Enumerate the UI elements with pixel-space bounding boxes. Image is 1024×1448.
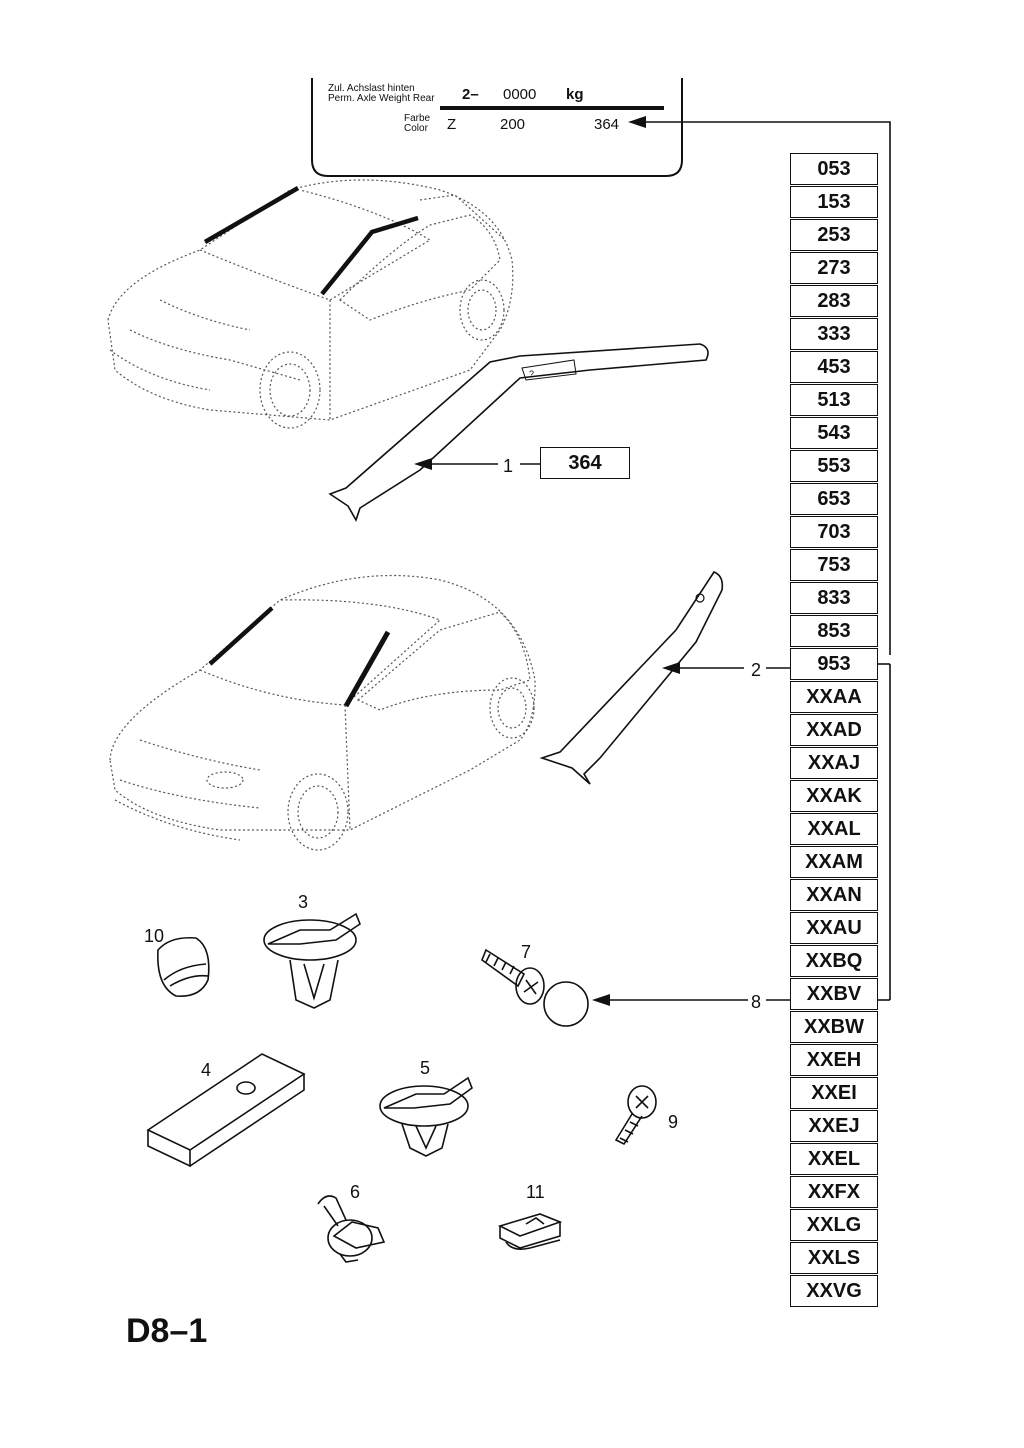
a-pillar-left-middle	[208, 606, 274, 666]
color-code-283: 283	[790, 285, 878, 317]
color-code-xxej: XXEJ	[790, 1110, 878, 1142]
color-code-xxak: XXAK	[790, 780, 878, 812]
part-10-cap	[157, 936, 210, 997]
callout-9: 9	[668, 1112, 678, 1132]
axle-label-en: Perm. Axle Weight Rear	[328, 93, 435, 104]
plate-leader-line	[640, 121, 891, 655]
svg-text:?: ?	[529, 369, 534, 379]
part-4-block	[146, 1053, 306, 1168]
part-1-a-pillar-trim	[328, 343, 709, 522]
part-8-cap	[543, 981, 589, 1027]
color-code-513: 513	[790, 384, 878, 416]
label-plate-outline	[311, 78, 683, 177]
color-code-xxfx: XXFX	[790, 1176, 878, 1208]
axle-prefix: 2–	[462, 86, 479, 103]
part-5-clip	[379, 1076, 473, 1157]
callout-6: 6	[350, 1182, 360, 1202]
callout-4: 4	[201, 1060, 211, 1080]
color-code-xxan: XXAN	[790, 879, 878, 911]
callout-1: 1	[503, 456, 513, 476]
color-code-xxbw: XXBW	[790, 1011, 878, 1043]
a-pillar-highlight-top	[320, 215, 419, 296]
color-label-de: Farbe	[404, 113, 431, 124]
callout-8: 8	[751, 992, 761, 1012]
part-3-clip	[263, 912, 361, 1009]
callout-2: 2	[751, 660, 761, 680]
color-code-xxls: XXLS	[790, 1242, 878, 1274]
car-illustration-top	[107, 179, 514, 429]
color-code-053: 053	[790, 153, 878, 185]
plate-arrowhead	[628, 116, 646, 128]
color-code-xxei: XXEI	[790, 1077, 878, 1109]
callout-3: 3	[298, 892, 308, 912]
color-code-703: 703	[790, 516, 878, 548]
part-1-color-code-box: 364	[540, 447, 630, 479]
axle-value: 0000	[503, 86, 536, 103]
color-code-xxaa: XXAA	[790, 681, 878, 713]
color-code-xxau: XXAU	[790, 912, 878, 944]
color-code-253: 253	[790, 219, 878, 251]
color-code-xxbv: XXBV	[790, 978, 878, 1010]
callout-11: 11	[526, 1182, 545, 1202]
color-code-273: 273	[790, 252, 878, 284]
color-code: 364	[594, 116, 619, 133]
color-200: 200	[500, 116, 525, 133]
callout-10: 10	[144, 926, 164, 946]
color-code-xxam: XXAM	[790, 846, 878, 878]
callout-5: 5	[420, 1058, 430, 1078]
color-code-xxal: XXAL	[790, 813, 878, 845]
color-label-en: Color	[404, 123, 429, 134]
part-11-clip-nut	[497, 1213, 563, 1250]
part-6-push-clip	[317, 1195, 386, 1263]
color-code-453: 453	[790, 351, 878, 383]
color-code-753: 753	[790, 549, 878, 581]
color-code-xxlg: XXLG	[790, 1209, 878, 1241]
page-code: D8–1	[126, 1312, 208, 1350]
color-code-xxel: XXEL	[790, 1143, 878, 1175]
axle-label-de: Zul. Achslast hinten	[328, 83, 415, 94]
color-code-153: 153	[790, 186, 878, 218]
windscreen-trim-left-top	[203, 186, 300, 244]
color-code-543: 543	[790, 417, 878, 449]
a-pillar-right-middle	[343, 630, 391, 708]
part-9-screw	[614, 1085, 657, 1146]
color-code-xxvg: XXVG	[790, 1275, 878, 1307]
car-illustration-middle	[109, 574, 536, 851]
color-code-xxbq: XXBQ	[790, 945, 878, 977]
callout-7: 7	[521, 942, 531, 962]
axle-unit: kg	[566, 86, 584, 103]
color-z: Z	[447, 116, 456, 133]
part-2-pillar-trim	[539, 571, 724, 785]
part-7-screw	[481, 948, 545, 1005]
color-code-xxaj: XXAJ	[790, 747, 878, 779]
color-code-333: 333	[790, 318, 878, 350]
color-code-953: 953	[790, 648, 878, 680]
color-code-553: 553	[790, 450, 878, 482]
color-code-xxeh: XXEH	[790, 1044, 878, 1076]
color-code-653: 653	[790, 483, 878, 515]
color-code-xxad: XXAD	[790, 714, 878, 746]
color-code-833: 833	[790, 582, 878, 614]
color-code-853: 853	[790, 615, 878, 647]
